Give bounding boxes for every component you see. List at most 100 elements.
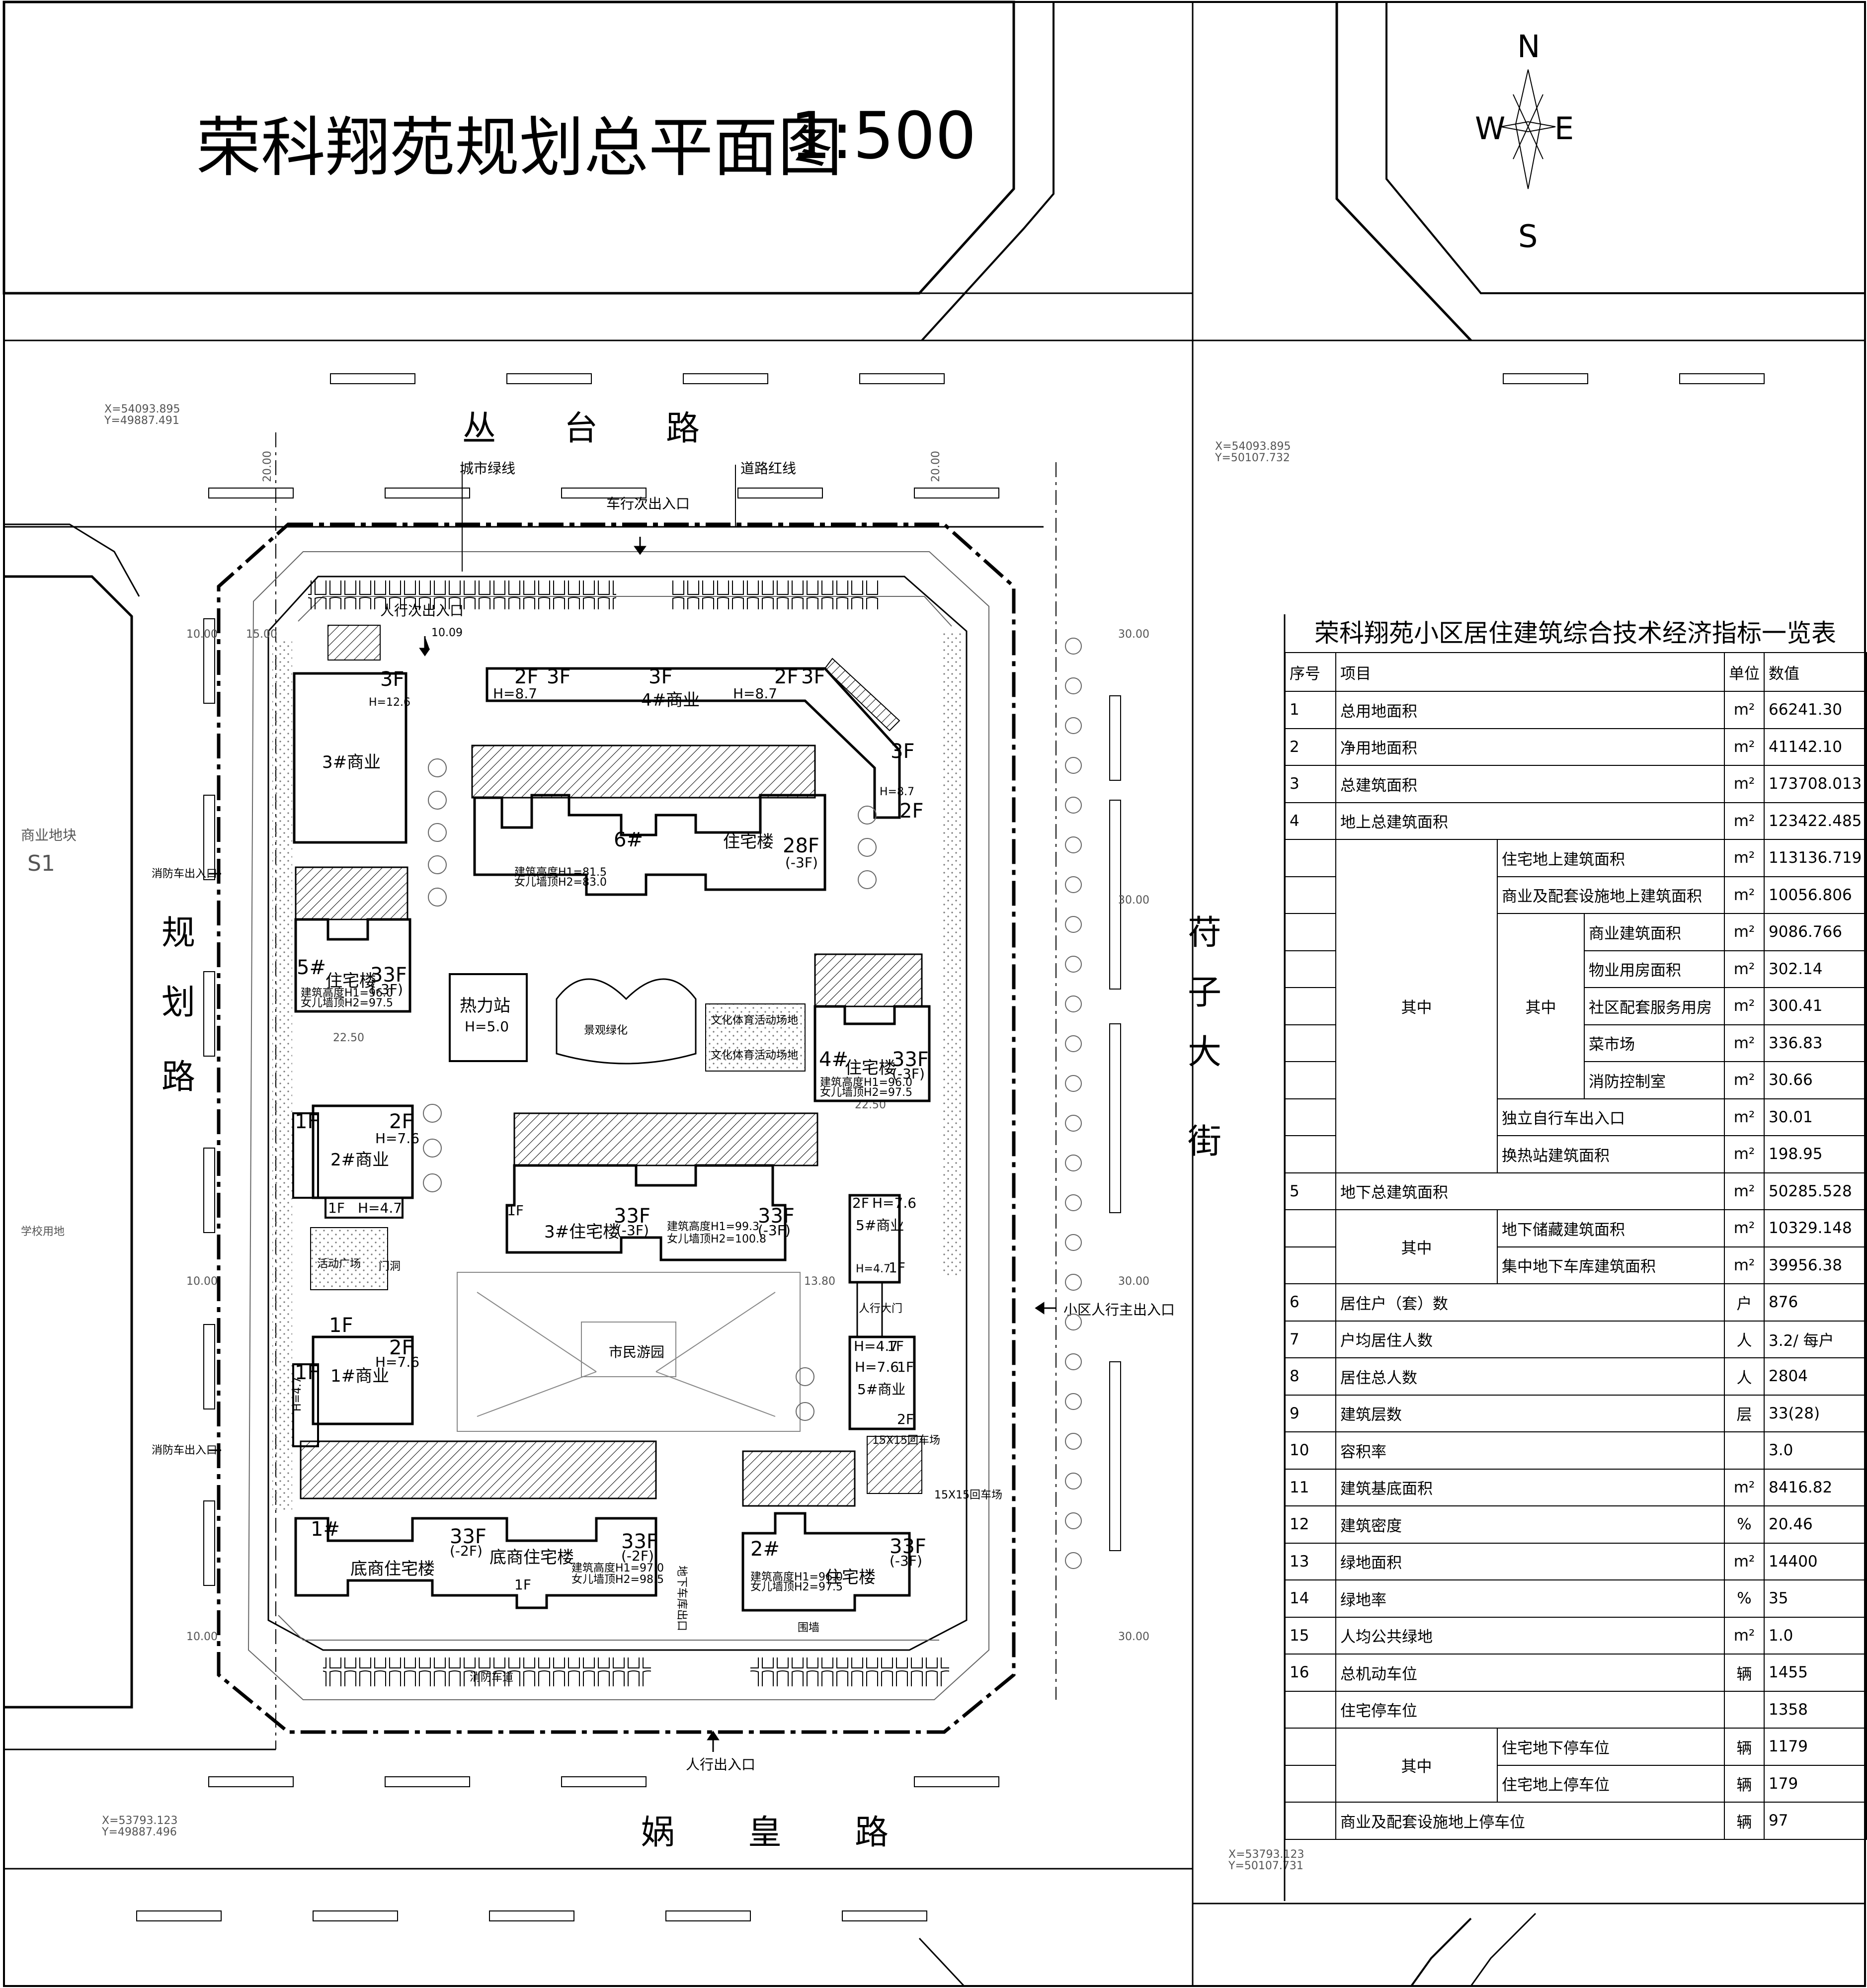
svg-text:X=53793.123: X=53793.123: [102, 1815, 177, 1827]
econ-row-value: 50285.528: [1764, 1172, 1867, 1210]
econ-row-no: [1285, 1802, 1336, 1840]
svg-text:(-3F): (-3F): [370, 981, 403, 997]
econ-row-sub2: 商业建筑面积: [1583, 913, 1725, 951]
building-3-label: 3#住宅楼: [544, 1222, 620, 1242]
building-5a-commercial: [848, 1194, 901, 1284]
building-6-residential: [473, 794, 826, 896]
econ-row-value: 3.2/ 每户: [1764, 1320, 1867, 1358]
building-1-label-a: 底商住宅楼: [350, 1559, 435, 1579]
econ-table-title: 荣科翔苑小区居住建筑综合技术经济指标一览表: [1314, 619, 1836, 648]
building-1-label-b: 底商住宅楼: [489, 1548, 574, 1568]
landscape-area: [556, 978, 697, 1065]
building-3-commercial: [293, 672, 407, 844]
plan-title: 荣科翔苑规划总平面图: [196, 110, 842, 185]
econ-row-value: 876: [1764, 1283, 1867, 1322]
fire-entry-label-1: 消防车出入口: [152, 868, 217, 880]
econ-row-unit: m²: [1724, 691, 1765, 729]
econ-row-no: [1285, 987, 1336, 1025]
svg-text:2F: 2F: [389, 1336, 413, 1359]
svg-text:1F: 1F: [295, 1361, 319, 1384]
east-road-name: 苻 子 大 街: [1188, 913, 1223, 1161]
econ-row-no: 9: [1285, 1394, 1336, 1432]
econ-row-sub: 换热站建筑面积: [1496, 1135, 1725, 1173]
south-road-char-2: 皇: [748, 1813, 784, 1852]
econ-row-item: 地下总建筑面积: [1335, 1172, 1725, 1210]
fire-entry-label-2: 消防车出入口: [152, 1444, 217, 1457]
svg-text:1F: 1F: [295, 1110, 319, 1133]
svg-text:建筑高度H1=96.0: 建筑高度H1=96.0: [750, 1571, 843, 1583]
building-5b-commercial: [848, 1335, 916, 1430]
compass-n: N: [1517, 28, 1540, 65]
car-secondary-label: 车行次出入口: [606, 496, 690, 512]
svg-text:H=7.6: H=7.6: [375, 1354, 419, 1370]
svg-text:女儿墙顶H2=97.5: 女儿墙顶H2=97.5: [820, 1086, 912, 1099]
svg-text:30.00: 30.00: [1118, 894, 1149, 907]
svg-text:H=7.6: H=7.6: [855, 1359, 899, 1375]
building-3-residential: [505, 1164, 787, 1261]
econ-row-no: 12: [1285, 1505, 1336, 1544]
north-road-char-2: 台: [564, 409, 600, 448]
econ-row-value: 41142.10: [1764, 728, 1867, 766]
econ-row-item: 建筑密度: [1335, 1505, 1725, 1544]
svg-text:3F: 3F: [380, 668, 404, 691]
svg-text:20.00: 20.00: [930, 451, 942, 482]
svg-text:Y=50107.732: Y=50107.732: [1215, 452, 1290, 464]
econ-row-unit: m²: [1724, 765, 1765, 803]
school-land-label: 学校用地: [21, 1226, 65, 1238]
econ-header-item: 项目: [1335, 652, 1725, 692]
econ-row-no: 5: [1285, 1172, 1336, 1210]
building-5b-commercial-label: 5#商业: [857, 1381, 905, 1398]
econ-row-no: 4: [1285, 802, 1336, 840]
west-road-name: 规 划 路: [162, 913, 195, 1097]
econ-row-no: 14: [1285, 1579, 1336, 1618]
svg-text:建筑高度H1=96.0: 建筑高度H1=96.0: [301, 987, 393, 999]
svg-text:建筑高度H1=97.0: 建筑高度H1=97.0: [571, 1562, 664, 1574]
econ-row-unit: m²: [1724, 950, 1765, 988]
econ-row-item: 地上总建筑面积: [1335, 802, 1725, 840]
econ-row-no: 15: [1285, 1616, 1336, 1655]
econ-row-unit: m²: [1724, 1098, 1765, 1136]
svg-text:2F: 2F: [514, 665, 538, 688]
svg-text:(-3F): (-3F): [892, 1066, 925, 1082]
econ-row-item: 其中: [1335, 1209, 1498, 1284]
econ-row-value: 10056.806: [1764, 876, 1867, 914]
culture-area-label-2: 文化体育活动场地: [711, 1049, 798, 1062]
econ-row-value: 8416.82: [1764, 1468, 1867, 1506]
econ-row-value: 30.66: [1764, 1061, 1867, 1099]
heat-station-label: 热力站: [460, 996, 510, 1016]
econ-row-sub2: 消防控制室: [1583, 1061, 1725, 1099]
econ-row-unit: m²: [1724, 913, 1765, 951]
econ-row-item: 其中: [1335, 1728, 1498, 1803]
econ-row-sub: 住宅地下停车位: [1496, 1728, 1725, 1766]
econ-row-unit: m²: [1724, 728, 1765, 766]
econ-row-unit: 辆: [1724, 1802, 1765, 1840]
econ-row-unit: 人: [1724, 1357, 1765, 1396]
econ-row-unit: m²: [1724, 1061, 1765, 1099]
citizen-park-label: 市民游园: [609, 1344, 664, 1360]
compass-rose-icon: N S E W: [1475, 28, 1574, 254]
svg-text:女儿墙顶H2=83.0: 女儿墙顶H2=83.0: [514, 876, 607, 889]
econ-row-no: [1285, 1061, 1336, 1099]
svg-text:H=12.6: H=12.6: [369, 696, 410, 709]
compass-s: S: [1518, 218, 1538, 254]
svg-text:Y=49887.496: Y=49887.496: [101, 1826, 177, 1838]
econ-row-no: [1285, 1690, 1336, 1729]
heat-station: [449, 973, 528, 1062]
econ-row-unit: 人: [1724, 1320, 1765, 1358]
econ-row-no: [1285, 1246, 1336, 1284]
econ-row-value: 2804: [1764, 1357, 1867, 1396]
econ-row-value: 3.0: [1764, 1431, 1867, 1470]
econ-row-unit: [1724, 1690, 1765, 1729]
building-2-residential: [741, 1512, 911, 1612]
north-road-char-3: 路: [666, 409, 702, 448]
svg-text:H=8.7: H=8.7: [880, 786, 914, 798]
east-road-char-3: 大: [1188, 1033, 1223, 1072]
